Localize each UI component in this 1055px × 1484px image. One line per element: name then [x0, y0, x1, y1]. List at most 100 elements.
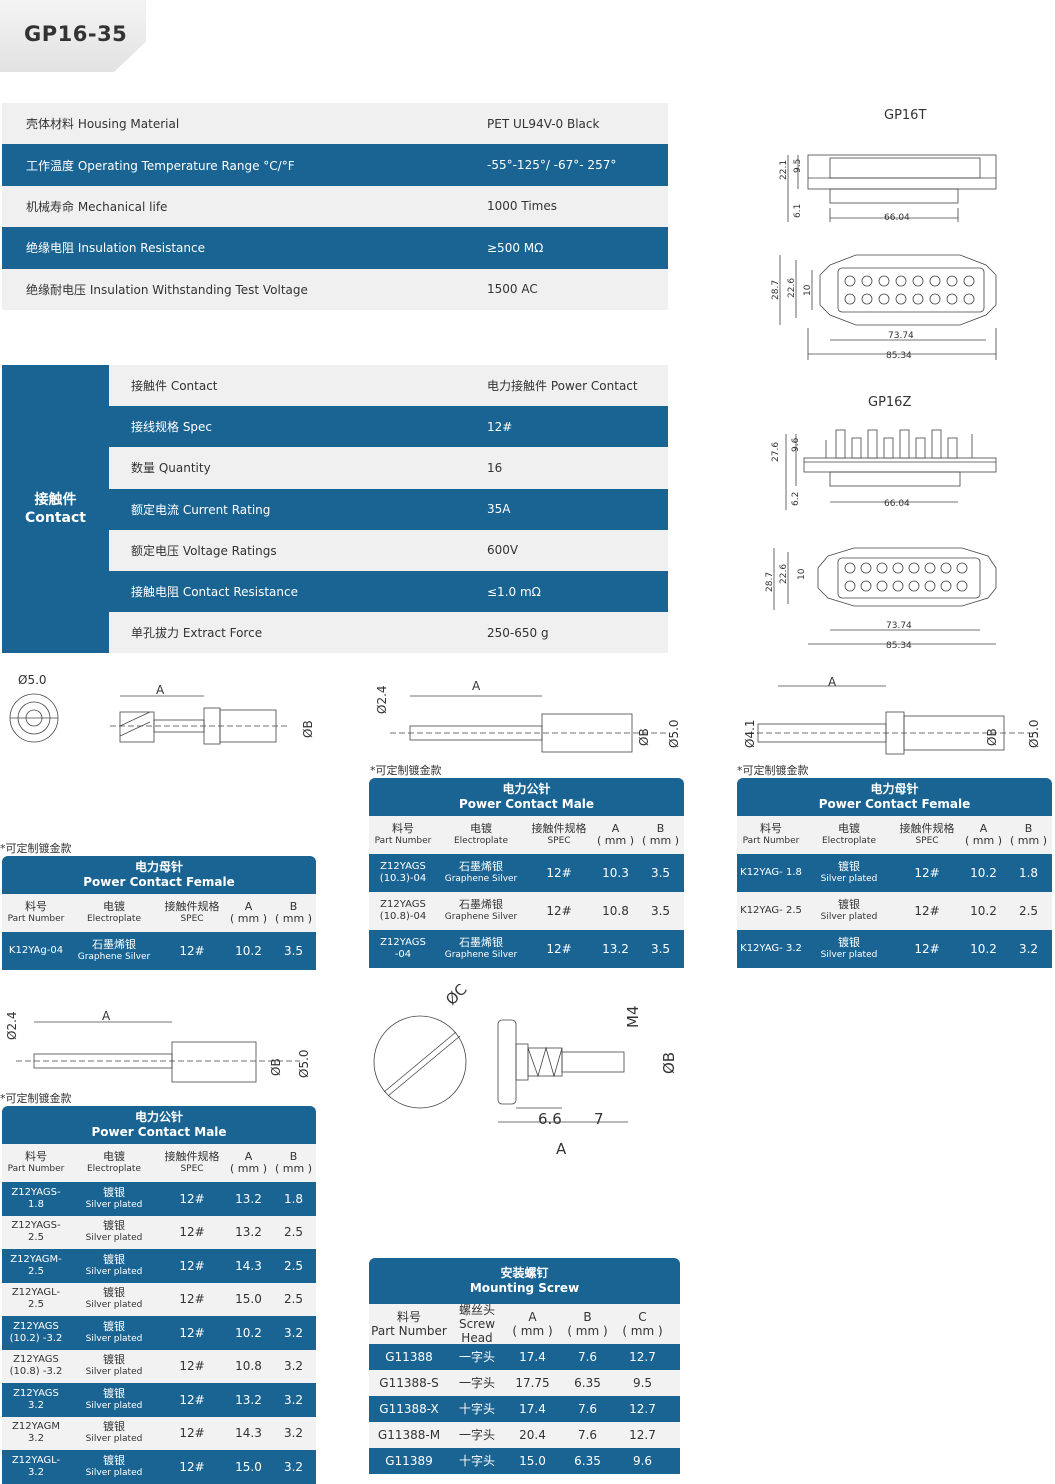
- gp16t-dim-1: 22.1: [779, 160, 789, 180]
- screw-b: ØB: [660, 1052, 678, 1074]
- table-title-cn: 电力母针: [134, 860, 183, 874]
- cell-b: 3.2: [1006, 943, 1051, 955]
- cell-c: 12.7: [615, 1429, 670, 1441]
- part-number: Z12YAGS (10.8)-04: [379, 899, 427, 922]
- cell-part-number: K12YAG- 1.8: [737, 867, 805, 879]
- cell-a: 14.3: [226, 1260, 271, 1272]
- cell-head: 一字头: [449, 1429, 505, 1441]
- contact-spec-value: 电力接触件 Power Contact: [487, 379, 638, 394]
- value-spec: 12#: [179, 1292, 205, 1307]
- connector-hole: [956, 562, 968, 574]
- cell-a: 10.3: [593, 867, 638, 879]
- electroplate-cn: 镀银: [103, 1420, 125, 1434]
- contact-group-label: 接触件 Contact: [2, 365, 109, 653]
- cell-part-number: Z12YAGS (10.8)-04: [369, 899, 437, 923]
- value-spec: 12#: [914, 904, 940, 918]
- electroplate-en: Silver plated: [820, 912, 878, 922]
- cell-a: 10.2: [961, 867, 1006, 879]
- connector-hole: [956, 580, 968, 592]
- value-b: 3.5: [650, 866, 671, 880]
- cell-b: 7.6: [560, 1403, 615, 1415]
- cell-spec: 12#: [158, 1260, 226, 1272]
- electroplate-cn: 石墨烯银: [92, 938, 136, 951]
- screw-d1: 6.6: [538, 1110, 562, 1128]
- value-b: 3.2: [283, 1392, 304, 1407]
- custom-note-male-mid: *可定制镀金款: [370, 764, 442, 777]
- value-a: 10.2: [970, 904, 997, 918]
- column-header-top: 螺丝头: [458, 1303, 495, 1317]
- value-b: 3.2: [283, 1426, 304, 1441]
- spec-value: 1000 Times: [487, 199, 557, 214]
- column-header-bottom: Part Number: [374, 836, 432, 846]
- cell-pn: G11388-M: [369, 1429, 449, 1441]
- female-contact-drawing: Ø5.0 A ØB: [9, 673, 315, 745]
- column-header-top: B: [656, 822, 665, 835]
- spec-row: 工作温度 Operating Temperature Range °C/°F-5…: [2, 144, 668, 186]
- connector-hole: [929, 275, 941, 287]
- contact-spec-value: 35A: [487, 502, 511, 517]
- value-spec: 12#: [179, 1258, 205, 1273]
- value-head: 一字头: [458, 1428, 495, 1442]
- value-c: 9.6: [632, 1454, 653, 1468]
- value-a: 17.75: [515, 1376, 550, 1390]
- column-header-bottom: ( mm ): [229, 912, 267, 925]
- screw-drawing: ØC M4 ØB 6.6 7 A: [373, 984, 678, 1158]
- electroplate-en: Graphene Silver: [444, 874, 518, 884]
- connector-hole: [892, 580, 904, 592]
- cell-spec: 12#: [158, 1461, 226, 1473]
- value-a: 10.2: [235, 1325, 262, 1340]
- cell-b: 2.5: [271, 1293, 316, 1305]
- connector-hole: [912, 293, 924, 305]
- female-right-d2: Ø5.0: [1027, 719, 1041, 748]
- value-b: 3.2: [1018, 942, 1039, 956]
- value-pn: G11388-S: [379, 1376, 439, 1390]
- cell-c: 9.6: [615, 1455, 670, 1467]
- electroplate-en: Silver plated: [85, 1199, 143, 1210]
- electroplate-en: Silver plated: [820, 874, 878, 884]
- cell-a: 20.4: [505, 1429, 560, 1441]
- contact-spec-label: 接触电阻 Contact Resistance: [131, 585, 298, 600]
- table-title-cn: 电力公针: [502, 782, 551, 796]
- value-c: 12.7: [629, 1402, 656, 1416]
- contact-pin: [915, 437, 926, 459]
- cell-a: 15.0: [505, 1455, 560, 1467]
- electroplate-en: Silver plated: [85, 1300, 143, 1311]
- cell-b: 1.8: [1006, 867, 1051, 879]
- value-pn: G11389: [385, 1454, 433, 1468]
- value-c: 12.7: [629, 1350, 656, 1364]
- table-title-cn: 电力公针: [134, 1110, 183, 1124]
- part-number: Z12YAGS (10.3)-04: [379, 861, 427, 884]
- custom-note-male-left: *可定制镀金款: [0, 1092, 72, 1105]
- gp16z-dim-8: 73.74: [886, 621, 912, 631]
- contact-pin: [883, 437, 894, 459]
- spec-row: 绝缘电阻 Insulation Resistance≥500 MΩ: [2, 227, 668, 269]
- value-spec: 12#: [546, 866, 572, 880]
- screw-c: ØC: [442, 984, 470, 1009]
- gp16z-dim-7: 10: [797, 568, 807, 580]
- column-header-top: 料号: [396, 1310, 421, 1324]
- cell-pn: G11388-S: [369, 1377, 449, 1389]
- cell-spec: 12#: [893, 905, 961, 917]
- gp16t-dim-7: 10: [803, 284, 813, 296]
- gp16z-dim-9: 85.34: [886, 641, 912, 650]
- cell-b: 7.6: [560, 1351, 615, 1363]
- connector-hole: [860, 562, 872, 574]
- contact-pin: [867, 429, 878, 459]
- contact-group-label-en: Contact: [25, 510, 86, 526]
- female-right-d1: Ø4.1: [743, 719, 757, 748]
- part-number: Z12YAGS-2.5: [11, 1220, 61, 1244]
